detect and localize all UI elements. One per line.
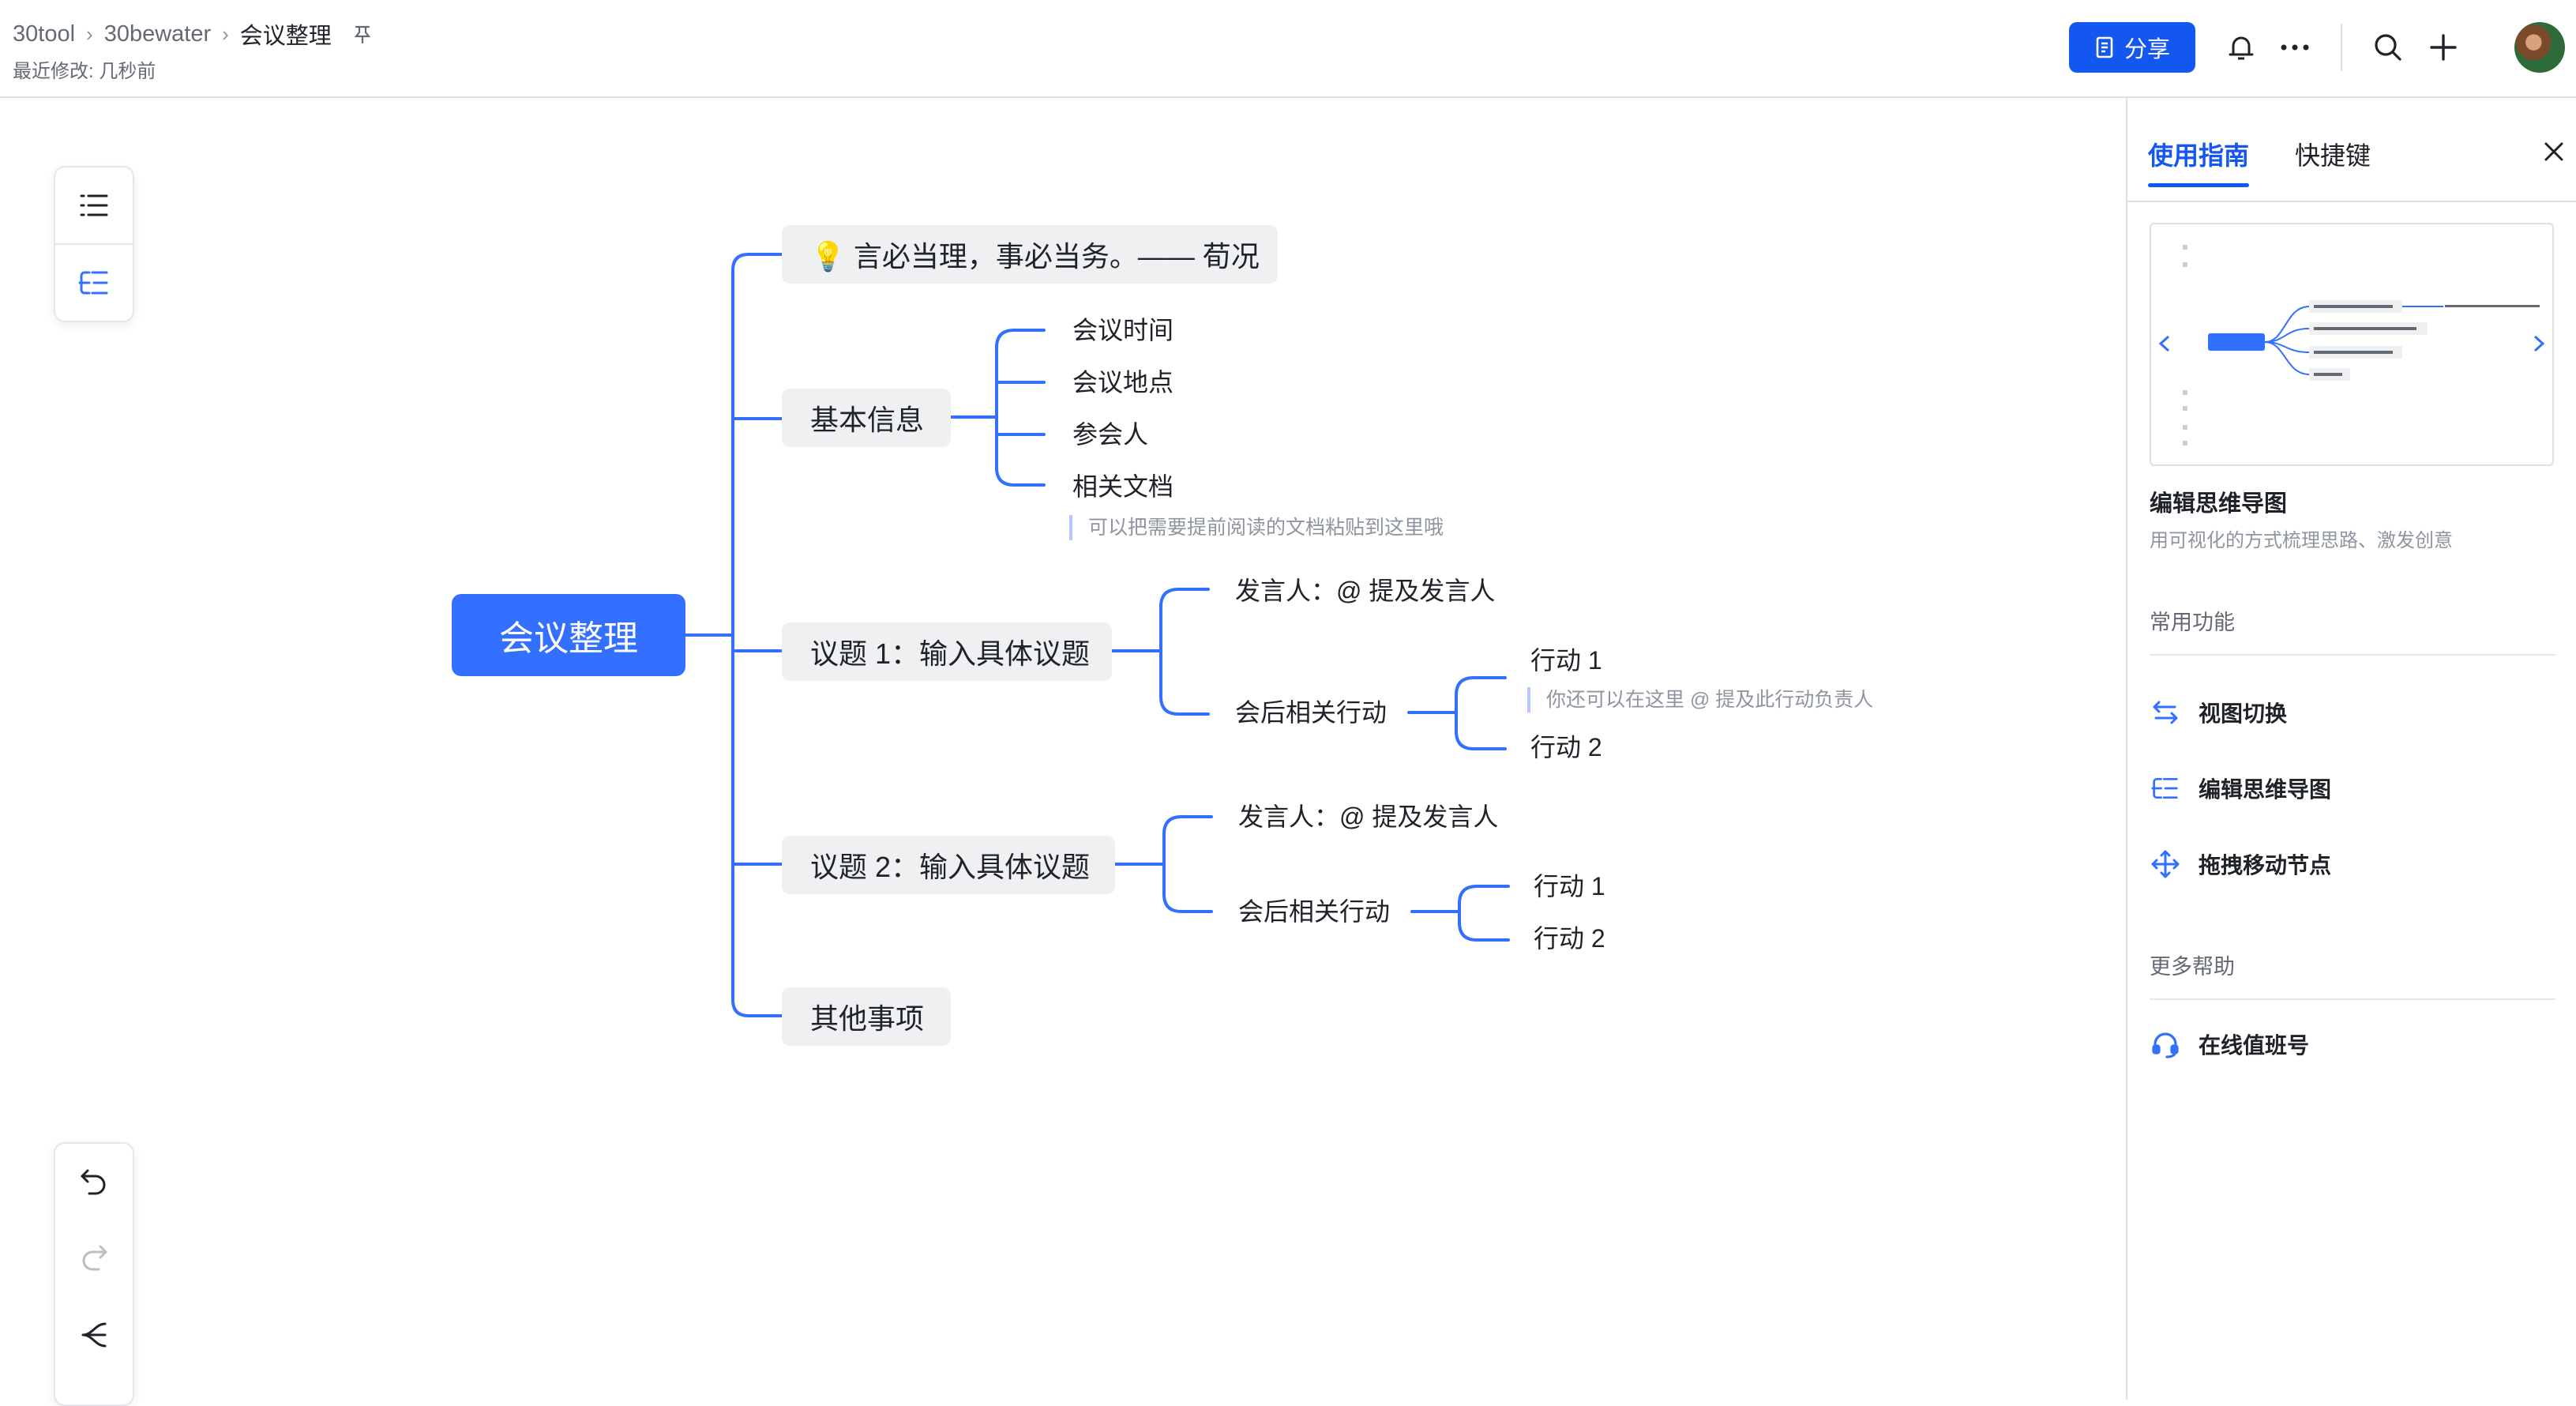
toolbar-divider	[2341, 24, 2342, 71]
related-docs-node[interactable]: 相关文档	[1072, 472, 1174, 501]
headset-icon	[2150, 1028, 2181, 1060]
breadcrumb-item-30tool[interactable]: 30tool	[13, 21, 76, 47]
topic-1-action-note[interactable]: 你还可以在这里 @ 提及此行动负责人	[1527, 687, 1873, 712]
topic-2-actions-node[interactable]: 会后相关行动	[1238, 897, 1391, 926]
topic-1-node[interactable]: 议题 1：输入具体议题	[782, 622, 1112, 681]
topic-2-action-2-node[interactable]: 行动 2	[1534, 924, 1605, 953]
more-icon[interactable]	[2274, 27, 2315, 68]
breadcrumb-item-30bewater[interactable]: 30bewater	[103, 21, 212, 47]
related-docs-note[interactable]: 可以把需要提前阅读的文档粘贴到这里哦	[1069, 515, 1444, 540]
avatar[interactable]	[2514, 22, 2565, 73]
guide-preview-image	[2150, 223, 2554, 466]
guide-title: 编辑思维导图	[2150, 491, 2288, 517]
topic-1-actions-node[interactable]: 会后相关行动	[1235, 698, 1388, 727]
mindmap-icon	[2150, 773, 2181, 804]
share-doc-icon	[2096, 36, 2113, 58]
help-online-duty[interactable]: 在线值班号	[2150, 1021, 2309, 1068]
help-label: 在线值班号	[2199, 1033, 2310, 1058]
mindmap-connectors	[684, 253, 1510, 1017]
plus-icon[interactable]	[2423, 27, 2464, 68]
breadcrumb-item-current[interactable]: 会议整理	[239, 24, 332, 49]
topic-2-speaker-node[interactable]: 发言人：@ 提及发言人	[1238, 803, 1499, 831]
feature-label: 编辑思维导图	[2199, 777, 2332, 802]
breadcrumb: 30tool › 30bewater › 会议整理	[13, 17, 373, 51]
bell-icon[interactable]	[2221, 27, 2262, 68]
outline-view-icon[interactable]	[55, 167, 133, 243]
quote-node[interactable]: 💡 言必当理，事必当务。—— 荀况	[782, 225, 1278, 284]
undo-icon[interactable]	[55, 1144, 133, 1220]
topic-1-action-2-node[interactable]: 行动 2	[1530, 733, 1602, 761]
other-items-node[interactable]: 其他事项	[782, 987, 951, 1046]
topic-2-node[interactable]: 议题 2：输入具体议题	[782, 836, 1115, 894]
topic-2-action-1-node[interactable]: 行动 1	[1534, 872, 1605, 900]
feature-view-switch[interactable]: 视图切换	[2150, 689, 2287, 736]
meeting-place-node[interactable]: 会议地点	[1072, 368, 1174, 397]
tab-shortcuts[interactable]: 快捷键	[2295, 141, 2371, 170]
guide-panel: 使用指南 快捷键	[2126, 98, 2576, 1400]
mindmap-root-node[interactable]: 会议整理	[452, 594, 685, 676]
basic-info-node[interactable]: 基本信息	[782, 389, 951, 447]
attendees-node[interactable]: 参会人	[1072, 420, 1149, 449]
common-features-title: 常用功能	[2150, 611, 2235, 634]
section-divider	[2150, 998, 2555, 1000]
layout-direction-icon[interactable]	[55, 1297, 133, 1373]
active-tab-indicator	[2148, 183, 2249, 187]
meeting-time-node[interactable]: 会议时间	[1072, 316, 1174, 344]
share-button[interactable]: 分享	[2069, 22, 2195, 73]
view-toolbar	[54, 166, 134, 322]
last-modified: 最近修改: 几秒前	[13, 61, 156, 82]
close-icon[interactable]	[2538, 136, 2570, 167]
section-divider	[2150, 654, 2555, 656]
search-icon[interactable]	[2368, 27, 2409, 68]
tool-divider	[55, 243, 133, 245]
pin-icon[interactable]	[352, 24, 373, 44]
feature-label: 拖拽移动节点	[2199, 853, 2332, 878]
move-icon	[2150, 848, 2181, 880]
mindmap-thumbnail	[2158, 245, 2545, 445]
tab-divider	[2127, 201, 2576, 202]
chevron-right-icon: ›	[86, 21, 93, 46]
more-help-title: 更多帮助	[2150, 955, 2235, 979]
topic-1-action-1-node[interactable]: 行动 1	[1530, 646, 1602, 675]
tab-usage-guide[interactable]: 使用指南	[2148, 141, 2250, 170]
redo-icon[interactable]	[55, 1220, 133, 1295]
feature-edit-mindmap[interactable]: 编辑思维导图	[2150, 765, 2331, 812]
feature-label: 视图切换	[2199, 701, 2288, 726]
swap-icon	[2150, 697, 2181, 728]
feature-drag-node[interactable]: 拖拽移动节点	[2150, 840, 2331, 888]
top-bar: 30tool › 30bewater › 会议整理 最近修改: 几秒前 分享	[0, 0, 2576, 98]
guide-description: 用可视化的方式梳理思路、激发创意	[2150, 530, 2453, 551]
chevron-right-icon: ›	[222, 21, 229, 46]
topic-1-speaker-node[interactable]: 发言人：@ 提及发言人	[1235, 577, 1496, 605]
share-label: 分享	[2124, 37, 2170, 62]
history-toolbar	[54, 1142, 134, 1406]
mindmap-view-icon[interactable]	[55, 245, 133, 321]
